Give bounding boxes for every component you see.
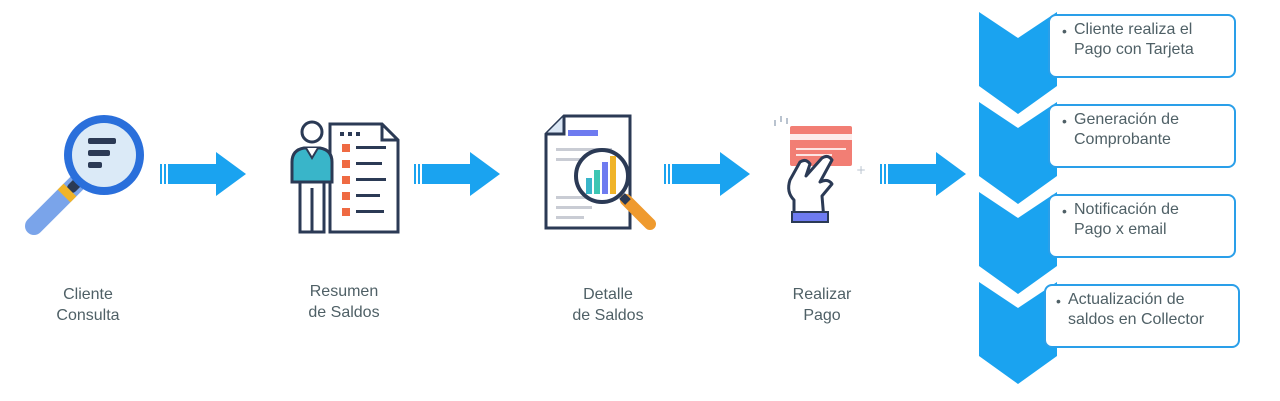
step-box-actualizacion: • Actualización de saldos en Collector xyxy=(1044,284,1240,348)
bullet-icon: • xyxy=(1062,23,1067,39)
person-checklist-icon xyxy=(290,120,400,234)
step-text: Notificación de Pago x email xyxy=(1074,201,1179,238)
flow-arrow-3 xyxy=(664,152,750,196)
magnifier-document-icon xyxy=(25,115,144,235)
node-label-realizar-pago: Realizar Pago xyxy=(792,286,852,324)
chevron-step-4 xyxy=(979,282,1057,384)
flow-arrow-1 xyxy=(160,152,246,196)
chevron-step-1 xyxy=(979,12,1057,114)
chevron-step-2 xyxy=(979,102,1057,204)
flow-arrow-2 xyxy=(414,152,500,196)
node-label-resumen-saldos: Resumen de Saldos xyxy=(308,283,380,321)
bullet-icon: • xyxy=(1062,113,1067,129)
step-box-pago-tarjeta: • Cliente realiza el Pago con Tarjeta xyxy=(1048,14,1236,78)
step-box-notificacion: • Notificación de Pago x email xyxy=(1048,194,1236,258)
report-analysis-icon xyxy=(544,114,656,230)
svg-text:+: + xyxy=(856,163,866,177)
step-text: Cliente realiza el Pago con Tarjeta xyxy=(1074,21,1194,58)
step-box-comprobante: • Generación de Comprobante xyxy=(1048,104,1236,168)
step-text: Generación de Comprobante xyxy=(1074,111,1179,148)
step-text: Actualización de saldos en Collector xyxy=(1068,291,1205,328)
bullet-icon: • xyxy=(1056,293,1061,309)
flow-arrow-4 xyxy=(880,152,966,196)
hand-card-icon: + xyxy=(774,116,866,223)
node-label-detalle-saldos: Detalle de Saldos xyxy=(572,286,644,324)
bullet-icon: • xyxy=(1062,203,1067,219)
chevron-step-3 xyxy=(979,192,1057,294)
node-label-cliente-consulta: Cliente Consulta xyxy=(56,286,120,324)
